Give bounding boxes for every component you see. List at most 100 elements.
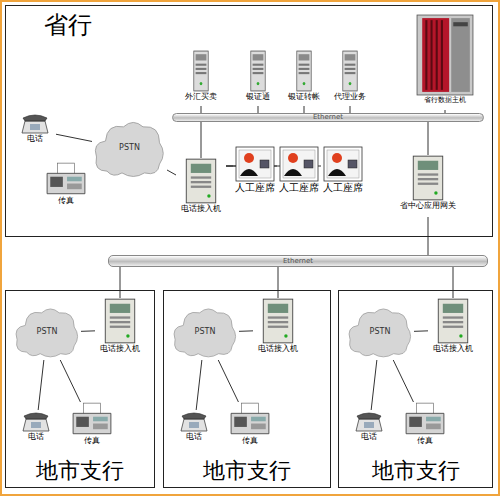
bus-node: Ethernet (172, 113, 484, 122)
network-link (167, 170, 176, 175)
phone-node: 电话 (175, 410, 213, 448)
node-label: 外汇买卖 (185, 93, 217, 102)
server-node: 银证转帐 (286, 50, 322, 106)
network-link (196, 360, 202, 410)
node-label: 电话接入机 (181, 205, 221, 214)
agent-node: 人工座席 (277, 146, 321, 194)
node-label: PSTN (92, 144, 167, 153)
network-link (218, 360, 238, 402)
network-link (60, 360, 80, 402)
node-label: 电话 (186, 433, 202, 442)
node-label: 省中心应用网关 (400, 202, 456, 210)
network-link (239, 330, 253, 331)
access-node: 电话接入机 (428, 298, 478, 362)
node-label: 代理业务 (334, 93, 366, 102)
phone-icon (21, 410, 51, 432)
bus-node: Ethernet (108, 255, 488, 267)
network-link (428, 217, 429, 255)
fax-node: 传真 (400, 402, 450, 450)
server-icon (192, 50, 210, 92)
agent-node: 人工座席 (321, 146, 365, 194)
network-link (56, 134, 92, 141)
access-icon (184, 158, 218, 204)
network-link (201, 122, 202, 158)
node-label: PSTN (171, 328, 239, 337)
mainframe-icon (416, 14, 474, 96)
agent-node: 人工座席 (233, 146, 277, 194)
node-label: Ethernet (109, 256, 487, 266)
node-label: 银证通 (246, 93, 270, 102)
network-link (120, 267, 121, 298)
node-label: 电话接入机 (100, 345, 140, 354)
network-link (278, 267, 279, 298)
node-label: 地市支行 (6, 459, 154, 483)
server-node: 代理业务 (332, 50, 368, 106)
phone-icon (354, 410, 384, 432)
fax-node: 传真 (67, 402, 117, 450)
server-node: 银证通 (240, 50, 276, 106)
network-link (428, 122, 429, 155)
node-label: 人工座席 (279, 183, 319, 193)
branch-node: 地市支行 PSTN 电话接入机电话 传真 (163, 290, 331, 488)
node-label: 省行 (44, 12, 92, 38)
cloud-node: PSTN (346, 305, 414, 360)
access-node: 电话接入机 (176, 158, 226, 220)
frame-node: 省行外汇买卖 银证通 银证转帐代理业务 省行数据主机 Ethernet 电话 PSTN 传真电… (5, 5, 493, 237)
cloud-node: PSTN (92, 118, 167, 180)
access-node: 电话接入机 (95, 298, 145, 362)
network-link (445, 110, 446, 113)
network-link (258, 106, 259, 113)
server-icon (249, 50, 267, 92)
phone-node: 电话 (14, 112, 56, 148)
phone-node: 电话 (17, 410, 55, 448)
network-link (226, 166, 321, 167)
phone-node: 电话 (350, 410, 388, 448)
node-label: 电话接入机 (433, 345, 473, 354)
node-label: 电话接入机 (258, 345, 298, 354)
network-link (393, 360, 413, 402)
fax-icon (71, 402, 113, 436)
access-icon (261, 298, 295, 344)
access-icon (103, 298, 137, 344)
fax-icon (404, 402, 446, 436)
node-label: 电话 (27, 135, 43, 144)
fax-icon (229, 402, 271, 436)
server-node: 外汇买卖 (183, 50, 219, 106)
node-label: 地市支行 (164, 459, 330, 483)
server-icon (341, 50, 359, 92)
network-link (81, 330, 95, 331)
access-icon (436, 298, 470, 344)
agent-icon (235, 146, 275, 182)
access-node: 电话接入机 (253, 298, 303, 362)
network-link (371, 360, 377, 410)
branch-node: 地市支行PSTN电话接入机电话传真 (338, 290, 493, 488)
access-icon (411, 155, 445, 201)
phone-icon (179, 410, 209, 432)
node-label: Ethernet (173, 114, 483, 121)
network-link (201, 106, 202, 113)
node-label: 传真 (242, 437, 258, 446)
phone-icon (20, 112, 50, 134)
node-label: PSTN (346, 328, 414, 337)
network-link (304, 106, 305, 113)
node-label: 省行数据主机 (424, 97, 466, 105)
node-label: 人工座席 (235, 183, 275, 193)
server-icon (295, 50, 313, 92)
fax-node: 传真 (40, 162, 92, 210)
network-link (350, 106, 351, 113)
fax-node: 传真 (225, 402, 275, 450)
agent-icon (323, 146, 363, 182)
node-label: 传真 (417, 437, 433, 446)
access-node: 省中心应用网关 (400, 155, 456, 217)
network-link (414, 330, 428, 331)
node-label: 传真 (58, 197, 74, 206)
node-label: 电话 (28, 433, 44, 442)
node-label: 电话 (361, 433, 377, 442)
branch-node: 地市支行 PSTN 电话接入机电话 传真 (5, 290, 155, 488)
cloud-node: PSTN (171, 305, 239, 360)
node-label: 人工座席 (323, 183, 363, 193)
fax-icon (45, 162, 87, 196)
network-link (453, 267, 454, 298)
cloud-node: PSTN (13, 305, 81, 360)
